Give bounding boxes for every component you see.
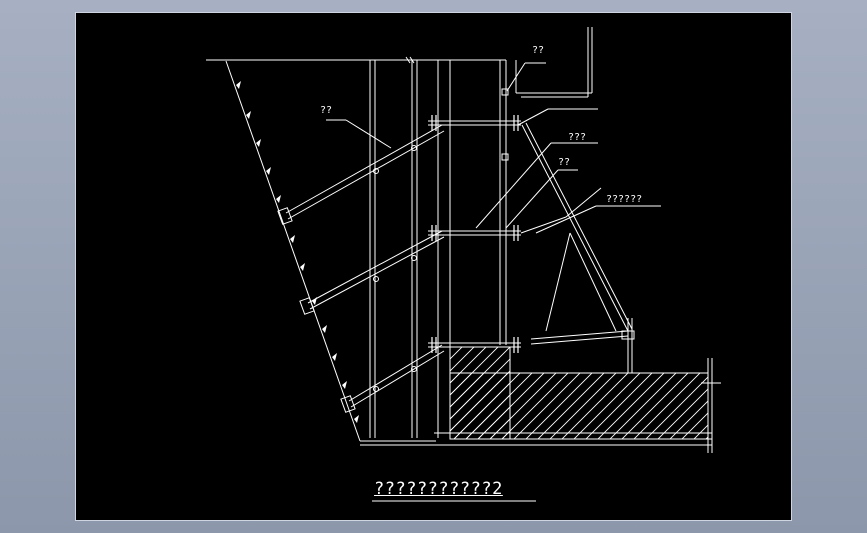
- label-top-right: ??: [532, 45, 545, 56]
- drawing-viewport[interactable]: ?? ?? ??? ?? ?????? ???????????2: [75, 12, 792, 521]
- drawing-title: ???????????2: [374, 479, 503, 499]
- label-mid-b: ??: [558, 157, 571, 168]
- label-mid-a: ???: [568, 132, 587, 143]
- section-drawing: [206, 27, 721, 502]
- slope-line: [225, 60, 361, 442]
- label-upper-left: ??: [320, 105, 333, 116]
- label-right: ??????: [606, 194, 643, 205]
